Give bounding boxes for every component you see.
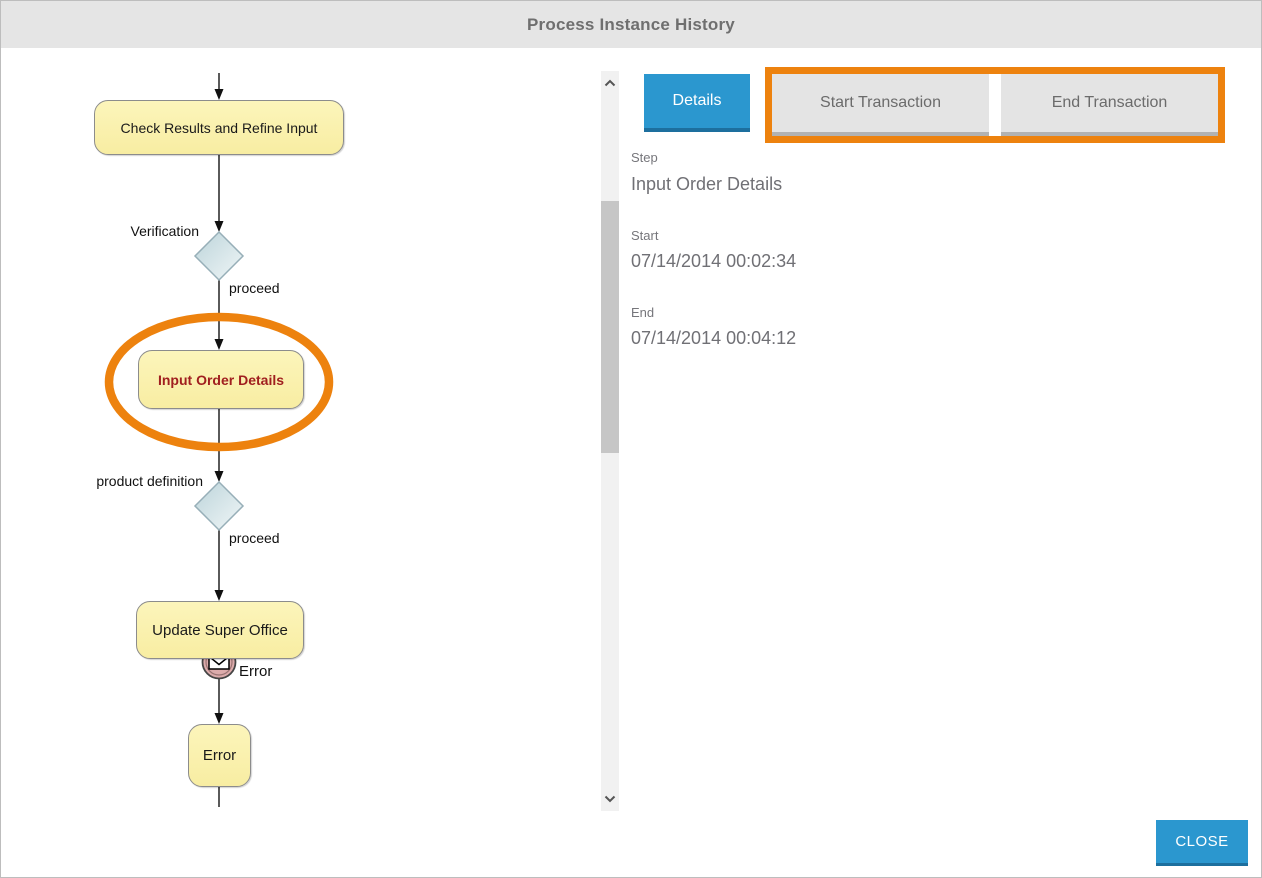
gateway-label-verification: Verification: [130, 223, 199, 239]
scrollbar-thumb[interactable]: [601, 201, 619, 453]
tab-start-transaction[interactable]: Start Transaction: [772, 74, 989, 136]
task-label: Check Results and Refine Input: [120, 119, 318, 136]
gateway-label-product-definition: product definition: [96, 473, 203, 489]
tab-label: Start Transaction: [820, 94, 941, 111]
scroll-up-button[interactable]: [601, 73, 619, 93]
task-label: Input Order Details: [157, 371, 285, 388]
start-field-value: 07/14/2014 00:02:34: [631, 251, 797, 271]
edge-label-proceed-2: proceed: [229, 530, 280, 546]
tab-end-transaction[interactable]: End Transaction: [1001, 74, 1218, 136]
task-node-check-results[interactable]: Check Results and Refine Input: [94, 100, 344, 155]
flow-arrowheads: [214, 89, 224, 724]
process-diagram: Check Results and Refine Input Input Ord…: [1, 1, 601, 877]
end-field-value: 07/14/2014 00:04:12: [631, 328, 797, 348]
start-field-label: Start: [631, 228, 659, 243]
highlight-rectangle: Start Transaction End Transaction: [765, 67, 1225, 143]
task-label: Error: [202, 747, 237, 764]
edge-label-proceed-1: proceed: [229, 280, 280, 296]
task-node-update-super-office[interactable]: Update Super Office: [136, 601, 304, 659]
close-button[interactable]: CLOSE: [1156, 820, 1248, 866]
highlight-ellipse: [104, 312, 334, 452]
gateway-diamond-product-definition[interactable]: [193, 480, 245, 532]
step-field-value: Input Order Details: [631, 174, 783, 194]
gateway-diamond-verification[interactable]: [193, 230, 245, 282]
flow-connectors: [104, 73, 334, 807]
end-field-label: End: [631, 305, 655, 320]
dialog-titlebar: Process Instance History: [1, 1, 1261, 48]
step-field-label: Step: [631, 150, 658, 165]
tab-label: End Transaction: [1051, 94, 1168, 111]
diagram-scrollbar[interactable]: [601, 71, 619, 811]
scroll-down-button[interactable]: [601, 789, 619, 809]
tab-details[interactable]: Details: [644, 74, 750, 132]
dialog-title: Process Instance History: [527, 14, 735, 34]
tab-label: Details: [672, 92, 722, 109]
chevron-down-icon: [604, 795, 616, 803]
task-label: Update Super Office: [152, 621, 288, 639]
task-node-input-order-details[interactable]: Input Order Details: [138, 350, 304, 409]
chevron-up-icon: [604, 79, 616, 87]
boundary-event-label-error: Error: [239, 663, 273, 680]
task-node-error[interactable]: Error: [188, 724, 251, 787]
